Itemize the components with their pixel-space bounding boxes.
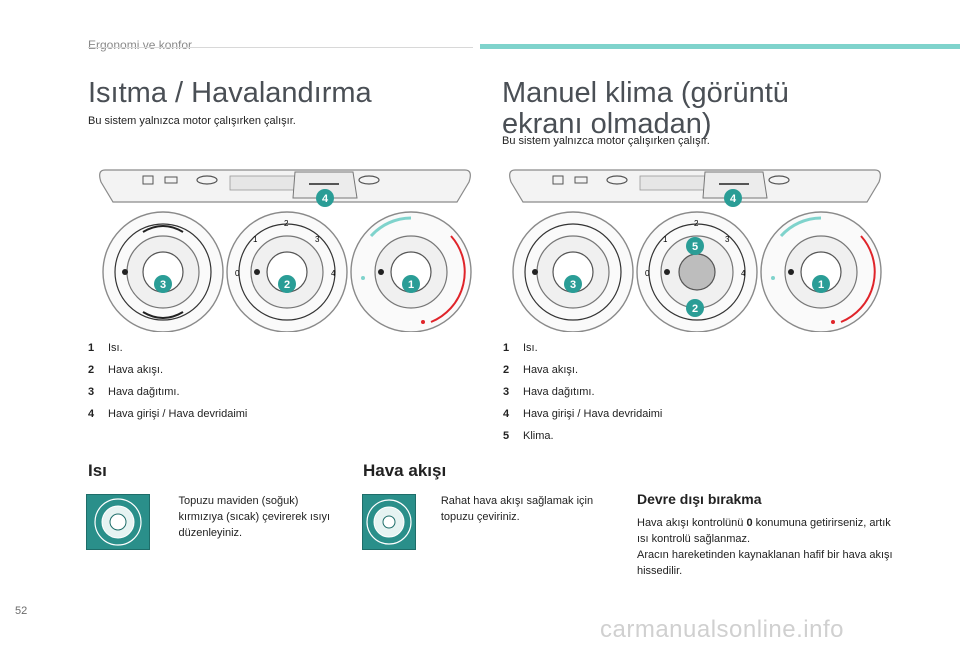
isi-heading: Isı (88, 461, 107, 480)
devre-disi-text: Hava akışı kontrolünü 0 konumuna getirir… (637, 517, 893, 577)
bullet-icon (428, 493, 441, 525)
dial-tick-1: 1 (663, 235, 668, 244)
svg-text:1: 1 (408, 279, 414, 291)
right-title: Manuel klima (görüntü ekranı olmadan) (502, 77, 789, 140)
isi-text: Topuzu maviden (soğuk) kırmızıya (sıcak)… (178, 495, 331, 539)
svg-text:3: 3 (570, 279, 576, 291)
heat-dial-thumbnail (86, 494, 150, 550)
callout-2: 2 (686, 299, 704, 317)
hava-akisi-text: Rahat hava akışı sağlamak için topuzu çe… (440, 495, 594, 523)
airflow-dial-thumbnail (362, 494, 416, 550)
svg-text:5: 5 (692, 241, 698, 253)
left-note: Bu sistem yalnızca motor çalışırken çalı… (88, 115, 296, 127)
dial-tick-3: 3 (725, 235, 730, 244)
callout-3: 3 (564, 275, 582, 293)
header-accent-bar (480, 44, 960, 49)
devre-disi-heading: Devre dışı bırakma (637, 491, 762, 507)
svg-text:2: 2 (692, 303, 698, 315)
right-control-panel-illustration: 0 1 2 3 4 4 5 3 1 2 (509, 169, 882, 332)
dial-tick-0: 0 (235, 269, 240, 278)
left-title: Isıtma / Havalandırma (88, 77, 372, 109)
svg-text:2: 2 (284, 279, 290, 291)
callout-4: 4 (316, 189, 334, 207)
svg-text:4: 4 (730, 193, 737, 205)
hava-akisi-heading: Hava akışı (363, 461, 447, 480)
callout-1: 1 (812, 275, 830, 293)
dial-tick-3: 3 (315, 235, 320, 244)
page-number: 52 (15, 605, 28, 617)
watermark: carmanualsonline.info (600, 616, 844, 643)
header-divider (88, 47, 473, 48)
callout-2: 2 (278, 275, 296, 293)
callout-3: 3 (154, 275, 172, 293)
callout-1: 1 (402, 275, 420, 293)
right-note: Bu sistem yalnızca motor çalışırken çalı… (502, 135, 710, 147)
svg-text:4: 4 (322, 193, 329, 205)
section-label: Ergonomi ve konfor (88, 38, 193, 52)
dial-tick-4: 4 (331, 269, 336, 278)
dial-tick-1: 1 (253, 235, 258, 244)
bullet-icon (170, 493, 179, 541)
dial-tick-2: 2 (694, 219, 699, 228)
left-control-panel-illustration: 0 1 2 3 4 4 3 2 1 (99, 169, 472, 332)
svg-text:1: 1 (818, 279, 824, 291)
dial-tick-0: 0 (645, 269, 650, 278)
callout-5: 5 (686, 237, 704, 255)
dial-tick-2: 2 (284, 219, 289, 228)
callout-4: 4 (724, 189, 742, 207)
svg-text:3: 3 (160, 279, 166, 291)
dial-tick-4: 4 (741, 269, 746, 278)
